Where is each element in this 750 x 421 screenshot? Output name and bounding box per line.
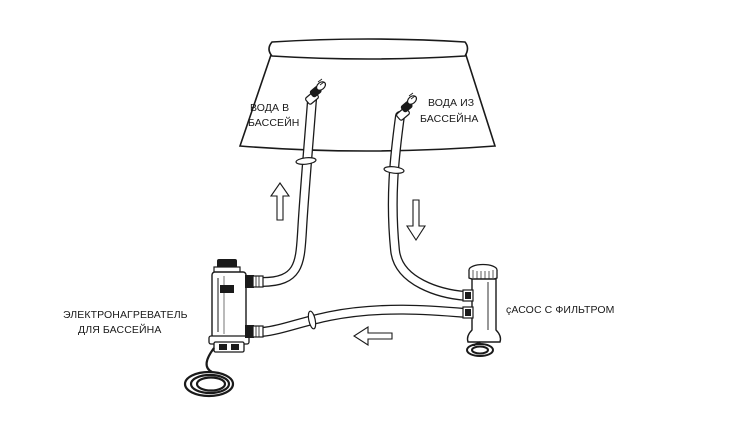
pool-ring <box>268 38 469 60</box>
flow-arrow-left <box>352 325 393 347</box>
label-water-in-line1: ВОДА В <box>250 102 289 114</box>
flow-arrows <box>269 182 427 347</box>
heater-lower-port <box>245 325 264 338</box>
label-water-in-line2: БАССЕЙН <box>248 116 299 129</box>
clamp-suction-pool <box>383 166 405 174</box>
clamp-connecting <box>307 310 317 330</box>
flow-arrow-down <box>405 199 427 242</box>
hoses <box>257 95 471 337</box>
electric-pool-heater <box>183 259 264 398</box>
pool-inlet-fitting <box>305 78 327 105</box>
filter-pump <box>462 263 502 357</box>
return-hose-fill <box>258 96 316 286</box>
pool-outlet-fitting <box>396 92 418 121</box>
pump-body <box>466 278 502 343</box>
clamp-return-pool <box>295 157 317 165</box>
pump-upper-port <box>462 289 474 302</box>
heater-upper-port <box>245 275 264 288</box>
suction-hose-fill <box>389 112 470 300</box>
label-pump: çАСОС С ФИЛЬТРОМ <box>506 304 615 316</box>
pump-lower-port <box>462 306 474 319</box>
label-water-out-line1: ВОДА ИЗ <box>428 97 474 109</box>
label-heater-line2: ДЛЯ БАССЕЙНА <box>78 323 161 336</box>
pool <box>238 38 497 152</box>
heater-body <box>211 271 247 339</box>
heater-power-cord <box>183 347 235 398</box>
pump-power-cord <box>466 341 494 357</box>
labels: ВОДА В БАССЕЙН ВОДА ИЗ БАССЕЙНА ЭЛЕКТРОН… <box>63 97 615 336</box>
connecting-hose-fill <box>258 305 470 336</box>
label-water-out-line2: БАССЕЙНА <box>420 112 479 125</box>
hose-clamps <box>295 157 405 330</box>
pool-body <box>238 51 497 152</box>
label-heater-line1: ЭЛЕКТРОНАГРЕВАТЕЛЬ <box>63 309 188 321</box>
flow-arrow-up <box>269 182 291 221</box>
pool-fittings <box>305 78 418 121</box>
